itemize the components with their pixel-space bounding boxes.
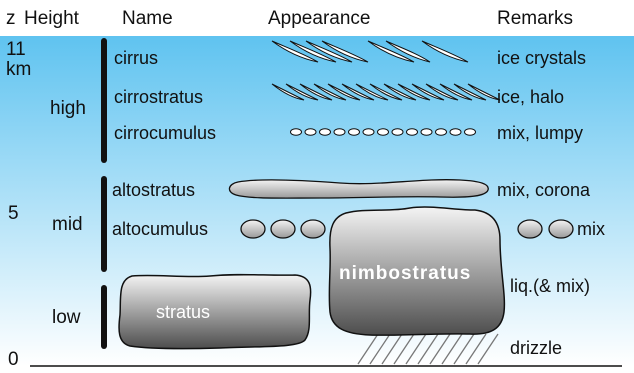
level-bar-high [101,38,107,163]
z-bottom-value: 0 [8,350,19,369]
header-name: Name [122,9,173,28]
remark-altostratus: mix, corona [497,181,590,199]
z-top-unit: km [6,60,31,79]
name-stratus: stratus [156,303,210,321]
level-mid: mid [52,215,83,234]
remark-altocumulus: mix [577,220,605,238]
level-bar-mid [101,176,107,272]
header-remarks: Remarks [497,9,573,28]
remark-nimbostratus: liq.(& mix) [510,277,590,295]
name-nimbostratus: nimbostratus [339,264,471,283]
remark-cirrus: ice crystals [497,49,586,67]
level-bar-low [101,285,107,349]
header-z: z [6,9,16,28]
z-mid-value: 5 [8,204,19,223]
z-top-value: 11 [6,40,26,59]
name-cirrus: cirrus [114,49,158,67]
header-height: Height [24,9,79,28]
name-cirrostratus: cirrostratus [114,88,203,106]
drizzle-label: drizzle [510,339,562,357]
level-high: high [50,99,86,118]
name-cirrocumulus: cirrocumulus [114,124,216,142]
stratus-cloud [119,275,311,349]
remark-cirrostratus: ice, halo [497,88,564,106]
remark-cirrocumulus: mix, lumpy [497,124,583,142]
name-altocumulus: altocumulus [112,220,208,238]
header-appearance: Appearance [268,9,370,28]
level-low: low [52,308,81,327]
name-altostratus: altostratus [112,181,195,199]
